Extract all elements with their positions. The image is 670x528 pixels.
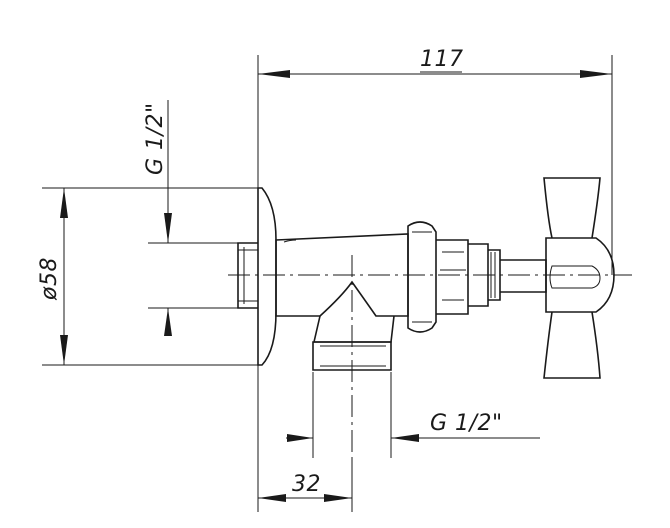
dimension-flange-diameter: ø58 — [37, 187, 262, 366]
overall-length-label: 117 — [420, 47, 464, 72]
flange-diameter-label: ø58 — [37, 257, 62, 301]
outlet-offset-label: 32 — [292, 472, 321, 497]
dimension-overall-length: 117 — [257, 47, 613, 275]
centre-lines — [228, 255, 632, 510]
valve-body — [237, 177, 615, 379]
inlet-thread-label: G 1/2" — [143, 102, 168, 175]
outlet-thread-label: G 1/2" — [430, 411, 503, 436]
dimension-inlet-thread: G 1/2" — [143, 100, 246, 336]
dimension-outlet-thread: G 1/2" — [286, 372, 540, 458]
